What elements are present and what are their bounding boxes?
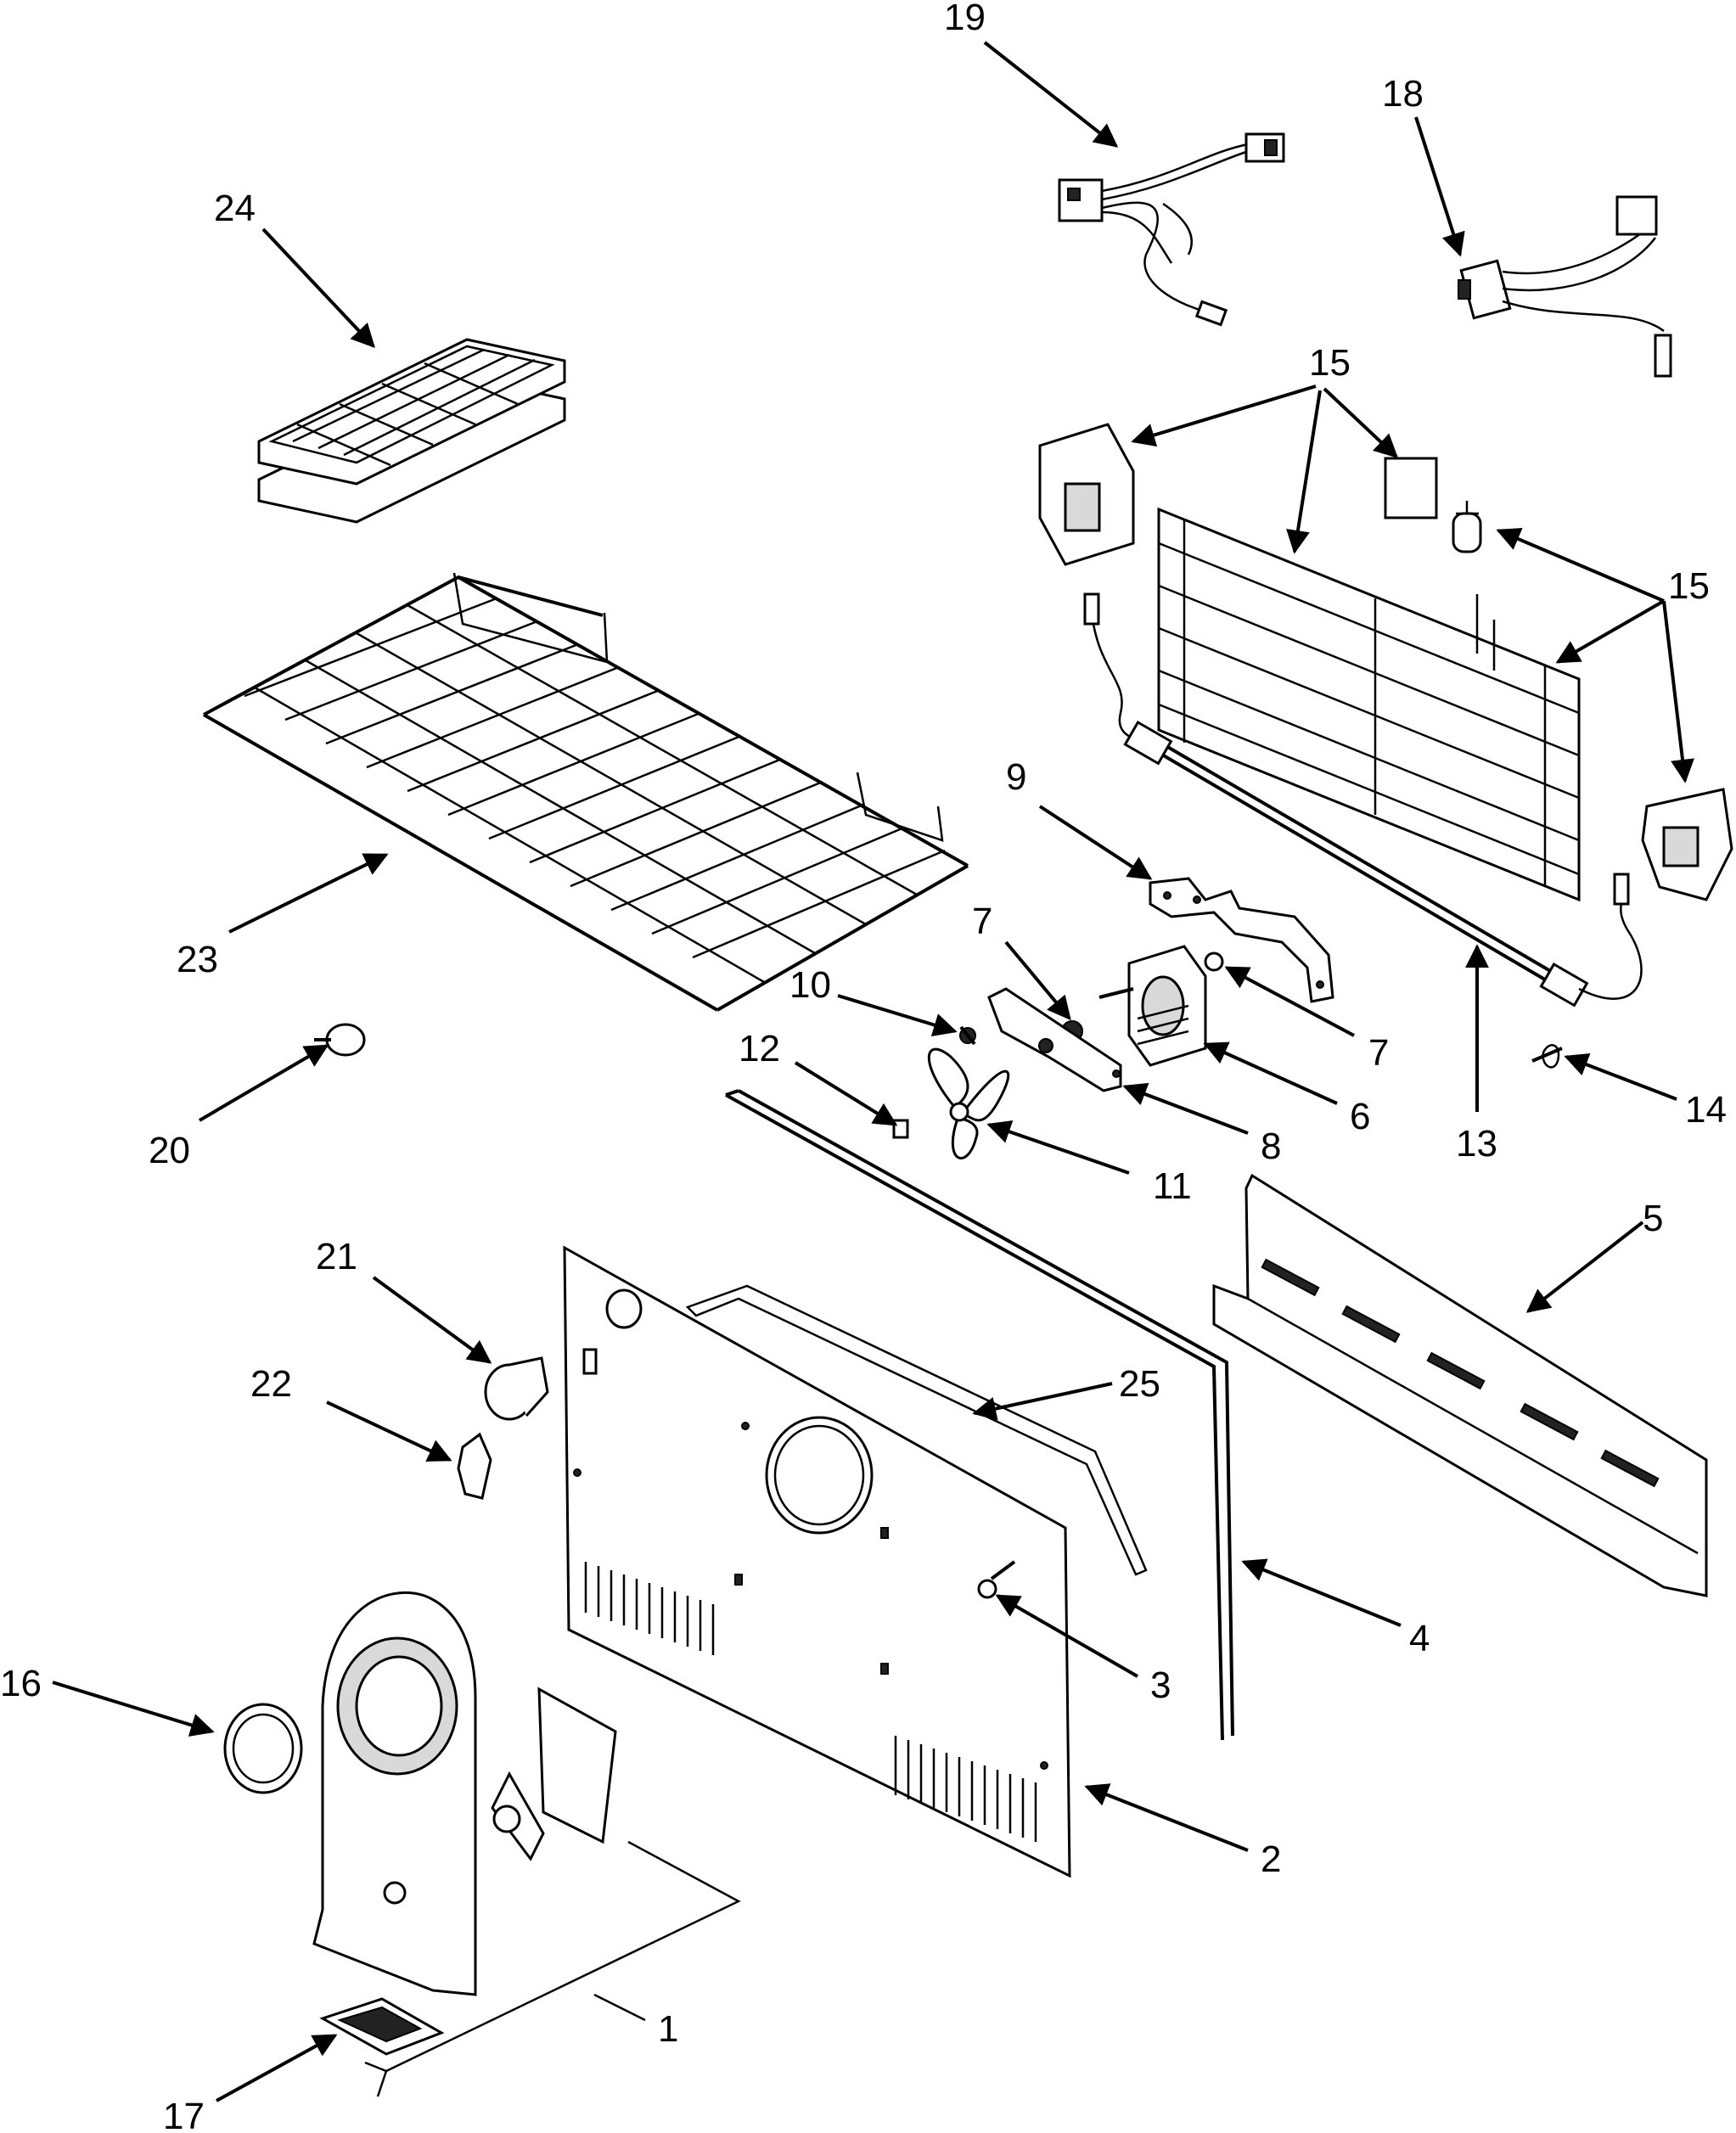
evaporator-assembly-part — [1038, 423, 1733, 902]
leader-8 — [1122, 1082, 1249, 1135]
light-lens-part — [457, 1432, 492, 1500]
callout-7b: 7 — [1368, 1032, 1389, 1074]
plug-part — [314, 1023, 366, 1057]
callout-14: 14 — [1685, 1089, 1727, 1131]
callout-6: 6 — [1350, 1096, 1370, 1137]
leader-3 — [995, 1594, 1138, 1678]
freezer-wire-shelf-part — [203, 572, 969, 1012]
callout-15b: 15 — [1668, 565, 1710, 607]
leader-15a-2 — [1323, 387, 1399, 458]
callout-9: 9 — [1006, 756, 1026, 798]
leader-9 — [1038, 805, 1153, 880]
leader-22 — [326, 1400, 452, 1462]
heater-clip-part — [1531, 1044, 1563, 1069]
callout-25: 25 — [1119, 1363, 1160, 1405]
callout-21: 21 — [316, 1236, 357, 1277]
leader-15a-3 — [1286, 390, 1322, 554]
leader-15b-3 — [1662, 600, 1694, 783]
leader-15b-1 — [1496, 527, 1665, 603]
callout-20: 20 — [149, 1130, 190, 1171]
leader-21 — [372, 1276, 492, 1364]
light-lens-ring-part — [223, 1703, 303, 1794]
diffuser-assembly-part — [312, 1591, 741, 2097]
leader-25 — [972, 1382, 1113, 1421]
leader-5 — [1525, 1221, 1644, 1313]
fan-blade-part — [927, 1047, 1010, 1159]
damper-knob-part — [484, 1356, 549, 1421]
leader-15a-1 — [1131, 385, 1317, 447]
leader-lines — [52, 41, 1694, 2102]
leader-17 — [216, 2034, 338, 2102]
evaporator-cover-part — [563, 1245, 1071, 1878]
wiring-harness-part — [1058, 132, 1285, 327]
callout-23: 23 — [177, 939, 218, 980]
callout-15a: 15 — [1309, 342, 1351, 384]
callout-10: 10 — [789, 964, 831, 1006]
leader-18 — [1414, 116, 1465, 257]
leader-12 — [794, 1061, 898, 1126]
cover-screw-part — [977, 1560, 1016, 1599]
leader-4 — [1241, 1558, 1402, 1627]
callout-3: 3 — [1150, 1664, 1171, 1706]
callout-24: 24 — [214, 188, 256, 229]
leader-7a — [1004, 940, 1071, 1021]
air-duct-part — [685, 1284, 1148, 1576]
evaporator-gasket-part — [725, 1089, 1234, 1741]
callout-19: 19 — [944, 0, 986, 38]
callout-1: 1 — [658, 2008, 678, 2050]
leader-11 — [986, 1120, 1130, 1175]
leader-10 — [837, 994, 958, 1037]
leader-2 — [1084, 1783, 1249, 1852]
screw-part — [959, 1025, 976, 1046]
callout-22: 22 — [250, 1363, 292, 1405]
callout-18: 18 — [1382, 73, 1424, 115]
grille-part — [319, 1997, 445, 2056]
callout-8: 8 — [1261, 1125, 1281, 1167]
leader-6 — [1203, 1041, 1338, 1105]
callout-5: 5 — [1643, 1198, 1663, 1239]
leader-23 — [228, 853, 389, 934]
callout-17: 17 — [163, 2096, 205, 2133]
callout-4: 4 — [1409, 1618, 1430, 1659]
callout-12: 12 — [739, 1028, 780, 1069]
leader-7b — [1224, 966, 1355, 1037]
evaporator-fan-bracket-part — [1149, 877, 1334, 1003]
leader-16 — [52, 1681, 215, 1737]
evaporator-shield-part — [1212, 1173, 1708, 1597]
leader-15b-2 — [1555, 599, 1665, 664]
defrost-thermostat-part — [1458, 195, 1672, 378]
ice-cube-trays-part — [257, 338, 566, 524]
callout-2: 2 — [1261, 1838, 1281, 1880]
leader-14 — [1564, 1052, 1677, 1101]
leader-20 — [198, 1044, 329, 1122]
motor-bracket-part — [987, 987, 1122, 1092]
callout-7a: 7 — [972, 901, 992, 942]
fan-motor-part — [1098, 945, 1224, 1067]
callout-11: 11 — [1153, 1165, 1192, 1207]
callout-16: 16 — [0, 1663, 42, 1704]
leader-24 — [261, 227, 375, 349]
leader-19 — [983, 41, 1119, 148]
callout-13: 13 — [1456, 1123, 1497, 1165]
